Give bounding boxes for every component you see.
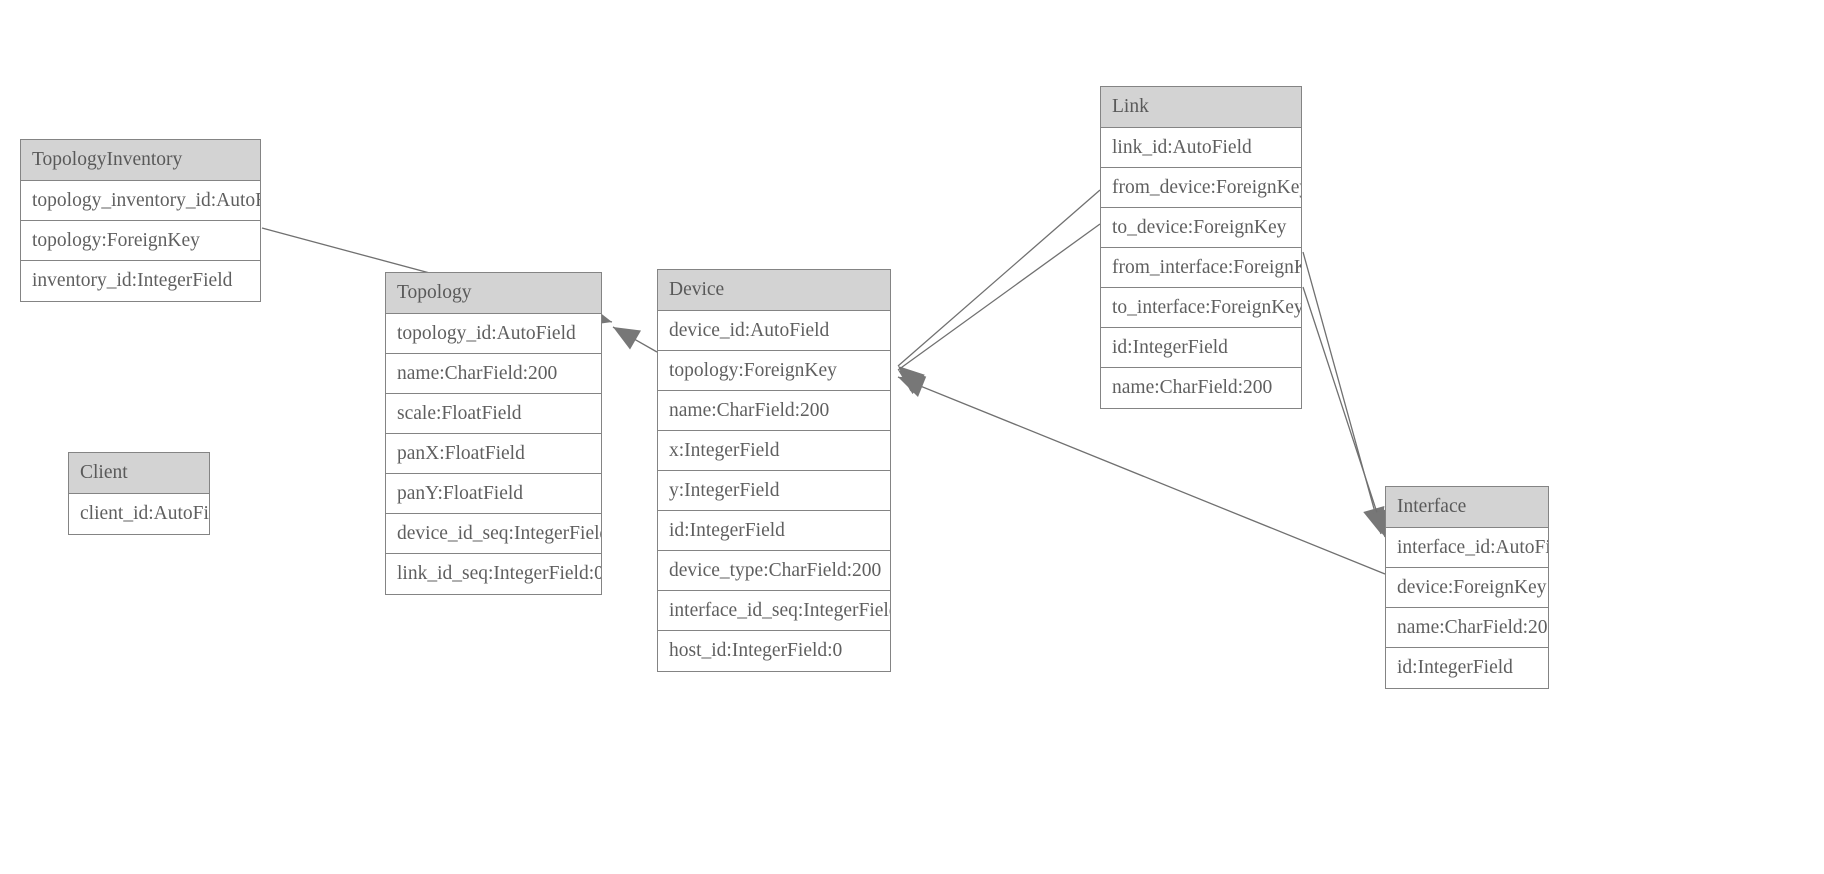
- relationship-line: [897, 223, 1101, 371]
- rel-link-todevice-device: [897, 223, 1101, 395]
- entity-title-topology: Topology: [386, 273, 601, 314]
- entity-field: panY:FloatField: [386, 474, 601, 514]
- entity-field: from_device:ForeignKey: [1101, 168, 1301, 208]
- entity-field: id:IntegerField: [1386, 648, 1548, 688]
- entity-field: interface_id:AutoField: [1386, 528, 1548, 568]
- entity-field: to_interface:ForeignKey: [1101, 288, 1301, 328]
- rel-link-fromdevice-device: [897, 189, 1101, 392]
- entity-field: host_id:IntegerField:0: [658, 631, 890, 671]
- rel-link-tointerface-interface: [1302, 286, 1388, 538]
- relationship-line: [1302, 286, 1386, 538]
- relationship-arrowhead: [898, 370, 926, 395]
- relationship-arrowhead: [898, 366, 925, 392]
- entity-field: client_id:AutoField: [69, 494, 209, 534]
- entity-field: to_device:ForeignKey: [1101, 208, 1301, 248]
- entity-title-interface: Interface: [1386, 487, 1548, 528]
- entity-field: id:IntegerField: [658, 511, 890, 551]
- relationship-line: [1302, 251, 1382, 535]
- entity-field: panX:FloatField: [386, 434, 601, 474]
- entity-field: name:CharField:200: [386, 354, 601, 394]
- entity-field: name:CharField:200: [1101, 368, 1301, 408]
- entity-field: device_id:AutoField: [658, 311, 890, 351]
- entity-title-topology_inventory: TopologyInventory: [21, 140, 260, 181]
- entity-field: topology_inventory_id:AutoField: [21, 181, 260, 221]
- rel-device-topology: [612, 326, 658, 353]
- entity-field: interface_id_seq:IntegerField:0: [658, 591, 890, 631]
- entity-field: name:CharField:200: [1386, 608, 1548, 648]
- entity-field: device_type:CharField:200: [658, 551, 890, 591]
- entity-title-link: Link: [1101, 87, 1301, 128]
- entity-field: topology_id:AutoField: [386, 314, 601, 354]
- entity-field: x:IntegerField: [658, 431, 890, 471]
- entity-field: inventory_id:IntegerField: [21, 261, 260, 301]
- entity-field: scale:FloatField: [386, 394, 601, 434]
- entity-field: device_id_seq:IntegerField:0: [386, 514, 601, 554]
- entity-field: from_interface:ForeignKey: [1101, 248, 1301, 288]
- entity-field: id:IntegerField: [1101, 328, 1301, 368]
- rel-link-frominterface-interface: [1302, 251, 1385, 535]
- entity-field: topology:ForeignKey: [21, 221, 260, 261]
- entity-field: topology:ForeignKey: [658, 351, 890, 391]
- entity-title-client: Client: [69, 453, 209, 494]
- entity-field: y:IntegerField: [658, 471, 890, 511]
- relationship-line: [612, 326, 658, 353]
- entity-field: link_id_seq:IntegerField:0: [386, 554, 601, 594]
- relationship-arrowhead: [613, 327, 642, 350]
- relationship-line: [897, 189, 1101, 367]
- entity-field: device:ForeignKey: [1386, 568, 1548, 608]
- entity-field: name:CharField:200: [658, 391, 890, 431]
- entity-field: link_id:AutoField: [1101, 128, 1301, 168]
- relationship-arrowhead: [898, 376, 927, 397]
- entity-interface[interactable]: Interfaceinterface_id:AutoFielddevice:Fo…: [1385, 486, 1549, 689]
- entity-title-device: Device: [658, 270, 890, 311]
